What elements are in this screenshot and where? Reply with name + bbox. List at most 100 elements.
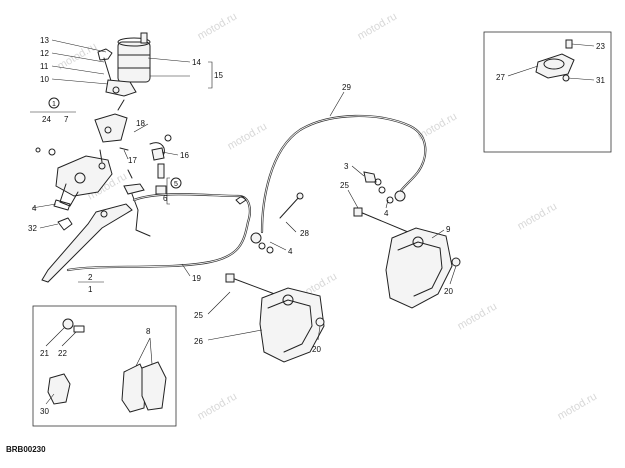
- lever-spacer: [57, 217, 73, 231]
- watermark-text: motod.ru: [196, 10, 240, 42]
- fluid-reservoir: [117, 41, 151, 83]
- group-bracket: [208, 61, 213, 89]
- washer: [35, 147, 41, 153]
- brake-pad-left: [121, 363, 147, 413]
- leader-line: [317, 325, 321, 341]
- copper-washer: [258, 242, 266, 250]
- part-label-20-lower: 20: [312, 345, 321, 354]
- reference-label-5: 5: [174, 181, 178, 188]
- bleed-cap: [73, 325, 85, 333]
- leader-line: [207, 291, 231, 315]
- reference-label-1: 1: [52, 101, 56, 108]
- brake-switch: [123, 183, 145, 195]
- watermark-text: motod.ru: [516, 200, 560, 232]
- reservoir-cap: [117, 37, 151, 47]
- switch-inset: [483, 31, 612, 153]
- part-label-4: 4: [32, 204, 37, 213]
- part-label-11: 11: [40, 62, 49, 71]
- part-label-22: 22: [58, 349, 67, 358]
- part-label-15: 15: [214, 71, 223, 80]
- group-bracket: [166, 177, 170, 205]
- brake-lever: [41, 203, 133, 283]
- leader-line: [567, 77, 595, 81]
- cylinder-clamp: [59, 183, 79, 207]
- part-label-10: 10: [40, 75, 49, 84]
- part-label-20-upper: 20: [444, 287, 453, 296]
- leader-line: [147, 57, 191, 63]
- caliper-port: [412, 236, 424, 248]
- master-cylinder-group: [35, 32, 172, 283]
- caliper-link-hose-highlight: [261, 115, 426, 233]
- part-label-4-center: 4: [288, 247, 293, 256]
- brake-pad-right: [141, 361, 167, 411]
- leader-line: [61, 331, 77, 347]
- leader-line: [571, 43, 595, 47]
- bleed-valve: [62, 318, 74, 330]
- reservoir-screw: [140, 32, 148, 44]
- union-nut: [155, 185, 167, 195]
- part-label-14: 14: [192, 58, 201, 67]
- leader-line: [507, 65, 539, 77]
- bleed-cap: [374, 178, 382, 186]
- clamp-screw: [565, 39, 573, 49]
- copper-washer: [266, 246, 274, 254]
- bracket-bolt: [117, 99, 125, 111]
- part-label-26: 26: [194, 337, 203, 346]
- leader-line: [45, 327, 65, 347]
- caliper-mount-bolt: [231, 277, 281, 297]
- switch-inset-frame: [483, 31, 612, 153]
- part-label-32: 32: [28, 224, 37, 233]
- diagram-code: BRB00230: [6, 445, 46, 454]
- caliper-contour: [267, 299, 313, 353]
- leader-line: [149, 337, 153, 365]
- piston-bore: [74, 172, 86, 184]
- bleed-screw: [451, 257, 461, 267]
- copper-washer: [386, 196, 394, 204]
- caliper-mount-bolt: [359, 211, 409, 233]
- leader-line: [351, 165, 365, 177]
- left-brake-caliper: [259, 287, 325, 363]
- leader-line: [329, 91, 345, 117]
- leader-line: [39, 223, 59, 229]
- pad-spring: [47, 373, 71, 405]
- leader-line: [181, 263, 191, 277]
- part-label-17: 17: [128, 156, 137, 165]
- bracket-hole: [104, 126, 112, 134]
- part-labels: 13 12 11 10 14 15 1 24 7 18 16 17 5 6 4 …: [6, 36, 605, 454]
- copper-washer: [378, 186, 386, 194]
- bleed-screw: [315, 317, 325, 327]
- bracket-hole: [112, 86, 120, 94]
- watermark-text: motod.ru: [456, 300, 500, 332]
- leader-line: [161, 151, 179, 156]
- clamp-ring: [543, 58, 565, 70]
- leader-line: [207, 329, 263, 341]
- leader-line: [133, 123, 149, 133]
- leader-line: [135, 337, 151, 367]
- reference-circle: [170, 177, 182, 189]
- part-label-30: 30: [40, 407, 49, 416]
- part-label-31: 31: [596, 76, 605, 85]
- leader-line: [51, 52, 105, 63]
- cap-bolt: [97, 48, 113, 61]
- part-label-7: 7: [64, 115, 69, 124]
- part-label-19: 19: [192, 274, 201, 283]
- part-label-1: 1: [88, 285, 93, 294]
- bleed-bolt: [363, 171, 377, 183]
- leader-line: [45, 393, 55, 405]
- bolt-head: [98, 162, 106, 170]
- leader-lines: [31, 39, 595, 405]
- part-label-9: 9: [446, 225, 451, 234]
- bolts: [225, 171, 409, 297]
- banjo-bolt: [279, 195, 301, 219]
- leader-line: [431, 229, 445, 239]
- part-label-25-lower: 25: [194, 311, 203, 320]
- hose-fitting: [151, 147, 165, 161]
- hose-banjo-end: [250, 232, 262, 244]
- brake-pads-inset: [32, 305, 177, 427]
- caliper-link-hose: [260, 114, 427, 234]
- front-brake-hose-highlight: [67, 193, 251, 271]
- part-label-12: 12: [40, 49, 49, 58]
- watermark-text: motod.ru: [356, 10, 400, 42]
- nut: [48, 148, 56, 156]
- part-label-29: 29: [342, 83, 351, 92]
